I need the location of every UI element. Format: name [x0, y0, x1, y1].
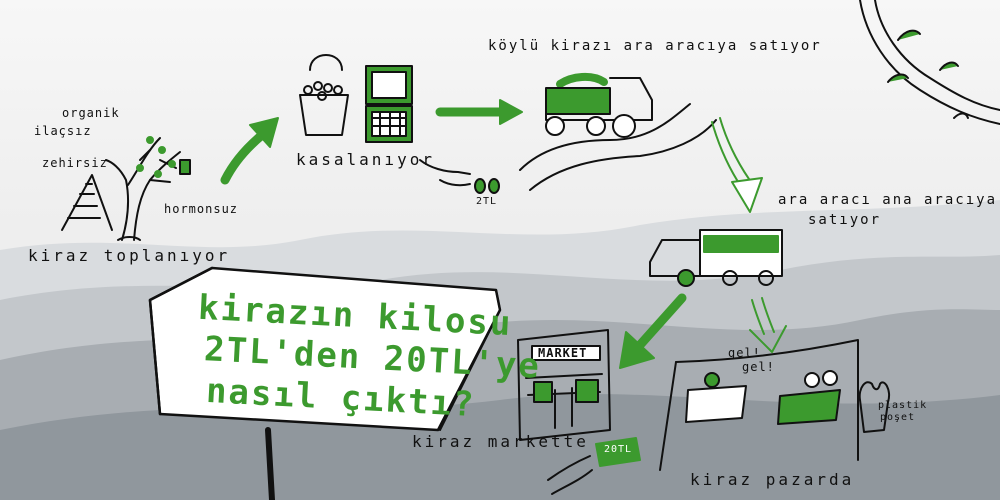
label-gel-2: gel!: [742, 360, 775, 374]
market-icon: [517, 329, 611, 441]
flow-arrow-4: [635, 293, 687, 350]
cherry-tree-icon: [105, 136, 191, 241]
label-money-small: 2TL: [476, 196, 498, 207]
label-farmer-sells: köylü kirazı ara aracıya satıyor: [488, 38, 822, 54]
basket-icon: [299, 54, 349, 136]
label-plastic-2: poşet: [880, 412, 916, 423]
label-in-market: kiraz markette: [412, 432, 589, 451]
crates-icon: [365, 65, 413, 143]
label-middleman-sells-2: satıyor: [808, 212, 882, 228]
signboard-icon: [148, 266, 502, 500]
road-line: [519, 103, 691, 171]
label-organic: organik: [62, 106, 120, 120]
flow-arrow-5: [751, 297, 775, 335]
flow-arrow-3: [711, 117, 755, 189]
label-crating: kasalanıyor: [296, 150, 435, 169]
pickup-truck-icon: [545, 73, 653, 138]
label-drug-free: ilaçsız: [34, 124, 92, 138]
label-at-bazaar: kiraz pazarda: [690, 470, 855, 489]
label-harvest: kiraz toplanıyor: [28, 246, 231, 265]
label-money-big: 20TL: [604, 444, 633, 455]
hand-paying-icon: [419, 159, 500, 194]
label-poison-free: zehirsiz: [42, 156, 108, 170]
label-hormone-free: hormonsuz: [164, 202, 239, 216]
bazaar-stall-icon: [659, 339, 859, 471]
hand-bill-icon: [547, 437, 641, 495]
plastic-bag-icon: [858, 381, 890, 433]
flow-arrow-1: [220, 130, 267, 185]
box-truck-icon: [649, 229, 783, 287]
ladder-icon: [61, 174, 113, 231]
label-gel-1: gel!: [728, 346, 761, 360]
label-middleman-sells-1: ara aracı ana aracıya: [778, 192, 998, 208]
market-sign-text: MARKET: [538, 346, 588, 360]
label-plastic-1: plastik: [878, 400, 928, 411]
vine-decoration-icon: [859, 0, 1000, 125]
